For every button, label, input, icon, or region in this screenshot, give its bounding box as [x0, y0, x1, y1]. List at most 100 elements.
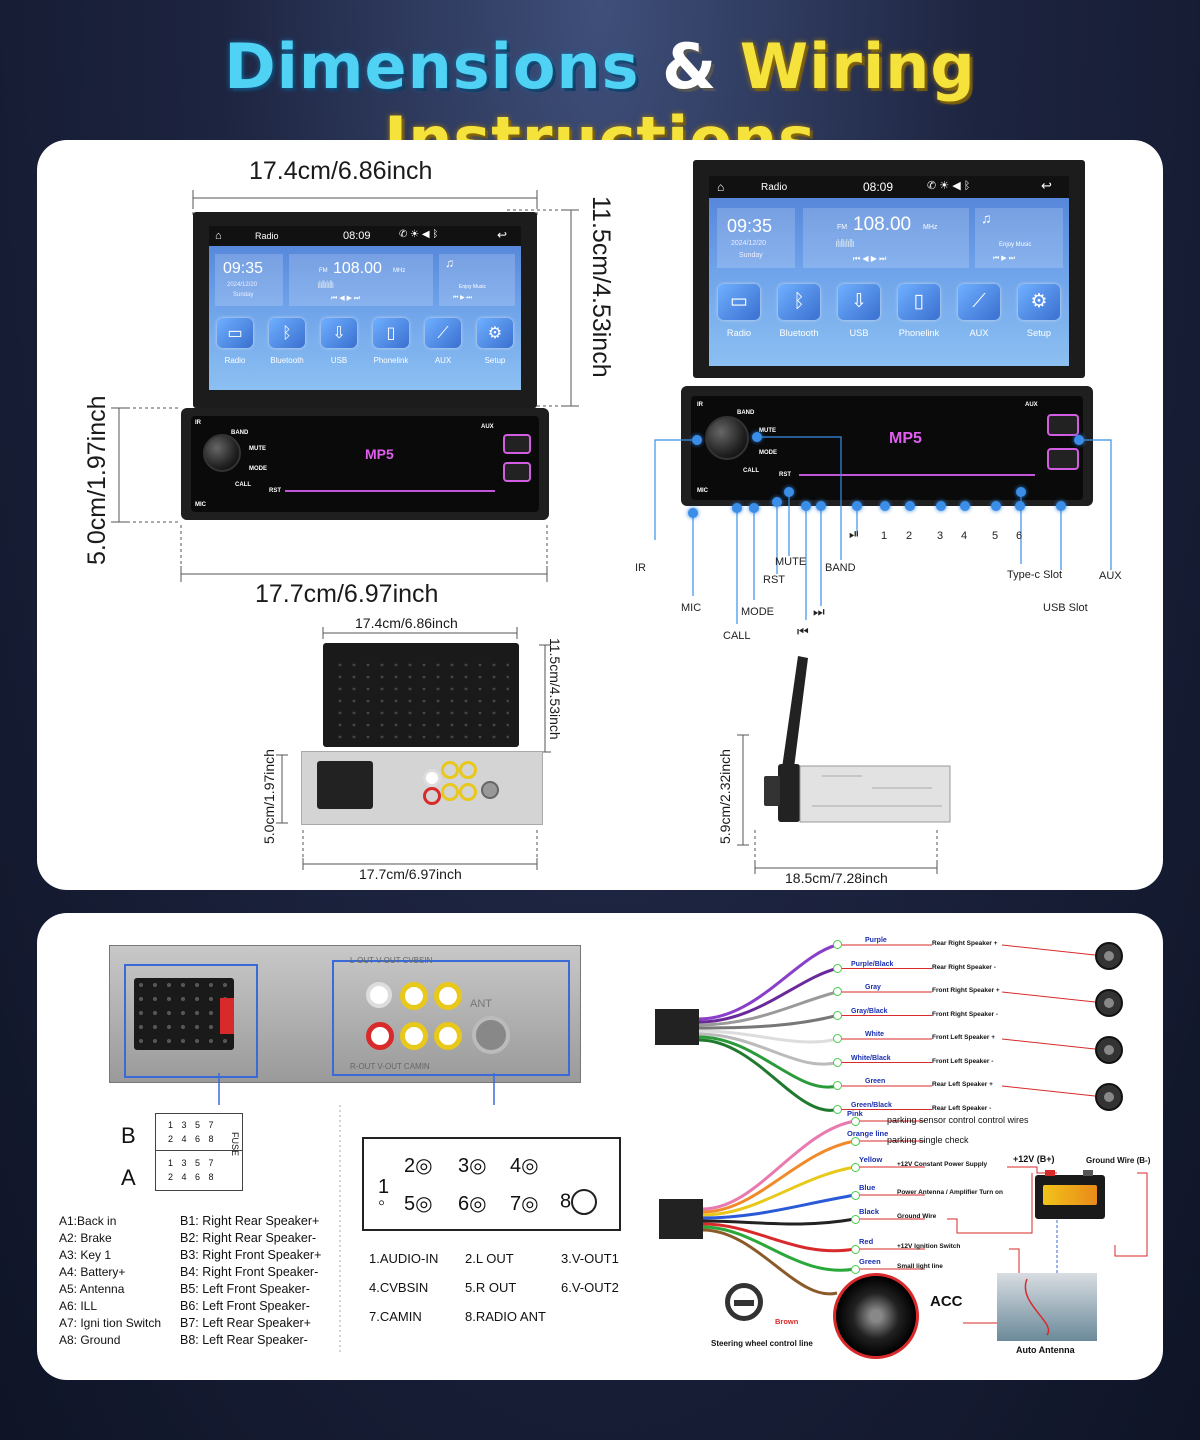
speaker-wire-6	[698, 1035, 838, 1089]
callout-num-5: 5	[992, 530, 999, 542]
usb-port-2[interactable]	[503, 462, 531, 482]
app-label-bluetooth[interactable]: Bluetooth	[779, 328, 819, 338]
band-button[interactable]: BAND	[231, 430, 249, 436]
app-label-phonelink[interactable]: Phonelink	[373, 356, 409, 365]
music-controls[interactable]: ⏮ ▶ ⏭	[453, 295, 472, 301]
app-label-phonelink[interactable]: Phonelink	[898, 328, 940, 338]
app-label-setup[interactable]: Setup	[1026, 328, 1052, 338]
app-label-usb[interactable]: USB	[330, 356, 348, 365]
aux-label: AUX	[1025, 402, 1038, 408]
back-icon[interactable]: ↩	[497, 228, 508, 242]
app-label-aux[interactable]: AUX	[969, 328, 989, 338]
power-wire-0	[702, 1119, 856, 1211]
speaker-harness	[655, 942, 1123, 1112]
preset-buttons-row[interactable]	[799, 468, 1035, 476]
rca-cluster	[423, 761, 503, 805]
setup-icon[interactable]: ⚙	[1018, 284, 1060, 320]
usb-icon[interactable]: ⇩	[321, 318, 357, 348]
aux-icon[interactable]: ⟋	[425, 318, 461, 348]
power-wire-color-6: Green	[859, 1257, 881, 1266]
power-wire-color-0: Pink	[847, 1109, 863, 1118]
music-controls[interactable]: ⏮ ▶ ⏭	[993, 255, 1015, 262]
call-button[interactable]: CALL	[235, 482, 251, 488]
speaker-wire-color-0: Purple	[865, 937, 887, 944]
music-label: Enjoy Music	[999, 242, 1032, 248]
pin-a7: A7: Igni tion Switch	[59, 1316, 162, 1330]
wire-joint-dot	[833, 1034, 842, 1043]
wire-joint-dot	[833, 1081, 842, 1090]
phonelink-icon[interactable]: ▯	[373, 318, 409, 348]
speaker-leader-out-6	[1001, 1085, 1096, 1097]
usb-port-1[interactable]	[503, 434, 531, 454]
home-icon[interactable]: ⌂	[717, 180, 725, 194]
call-button[interactable]: CALL	[743, 468, 759, 474]
mute-button[interactable]: MUTE	[249, 446, 266, 452]
callout-dot-typec	[1016, 487, 1026, 497]
callout-rst: RST	[763, 574, 785, 586]
app-label-aux[interactable]: AUX	[434, 356, 452, 365]
rear-panel-photo: L-OUT V-OUT CVBSIN R-OUT V-OUT CAMIN ANT	[109, 945, 581, 1083]
callout-dot-next	[816, 501, 826, 511]
antenna-label: Auto Antenna	[1016, 1345, 1075, 1355]
music-widget[interactable]: ♫ Enjoy Music ⏮ ▶ ⏭	[439, 254, 515, 306]
callout-dot-call	[732, 503, 742, 513]
usb-icon[interactable]: ⇩	[838, 284, 880, 320]
pin-b1: B1: Right Rear Speaker+	[180, 1214, 320, 1228]
preset-buttons-row[interactable]	[285, 484, 495, 492]
status-time: 08:09	[343, 230, 371, 242]
aux-icon[interactable]: ⟋	[958, 284, 1000, 320]
volume-knob[interactable]	[203, 434, 241, 472]
callout-dot-band	[752, 432, 762, 442]
power-wire-color-5: Red	[859, 1237, 874, 1246]
radio-unit: MHz	[923, 224, 938, 231]
status-time: 08:09	[863, 180, 894, 194]
speaker-wire-1	[698, 967, 838, 1024]
rca-legend-1: 1.AUDIO-IN	[369, 1251, 439, 1266]
mute-button[interactable]: MUTE	[759, 428, 776, 434]
app-label-usb[interactable]: USB	[849, 328, 869, 338]
rca-num-8: 8	[560, 1190, 572, 1213]
bluetooth-icon[interactable]: ᛒ	[778, 284, 820, 320]
mode-button[interactable]: MODE	[249, 466, 267, 472]
speaker-wire-0	[698, 943, 838, 1021]
rca-legend-5: 5.R OUT	[465, 1280, 517, 1295]
rca-legend-7: 7.CAMIN	[369, 1309, 422, 1324]
volume-knob[interactable]	[705, 416, 749, 460]
pin-b6: B6: Left Front Speaker-	[180, 1299, 310, 1313]
radio-widget[interactable]: FM 108.00 MHz ılıllılıllı ⏮ ◀ ▶ ⏭	[803, 208, 969, 268]
home-icon[interactable]: ⌂	[215, 230, 222, 242]
app-label-bluetooth[interactable]: Bluetooth	[270, 356, 304, 365]
bluetooth-icon[interactable]: ᛒ	[269, 318, 305, 348]
ir-label: IR	[195, 420, 201, 426]
music-widget[interactable]: ♫ Enjoy Music ⏮ ▶ ⏭	[975, 208, 1063, 268]
radio-widget[interactable]: FM 108.00 MHz ılıllılıllı ⏮ ◀ ▶ ⏭	[289, 254, 433, 306]
rst-button[interactable]: RST	[779, 472, 791, 478]
phonelink-icon[interactable]: ▯	[898, 284, 940, 320]
band-button[interactable]: BAND	[737, 410, 755, 416]
wire-joint-dot	[851, 1191, 860, 1200]
pin-b7: B7: Left Rear Speaker+	[180, 1316, 311, 1330]
rca-num-4: 4	[510, 1155, 522, 1177]
steering-wheel-icon	[725, 1283, 763, 1321]
speaker-wire-7	[698, 1038, 838, 1112]
pin-b3: B3: Right Front Speaker+	[180, 1248, 322, 1262]
power-wire-func-2: +12V Constant Power Supply	[897, 1161, 988, 1168]
rst-button[interactable]: RST	[269, 488, 281, 494]
app-label-setup[interactable]: Setup	[484, 356, 506, 365]
mode-button[interactable]: MODE	[759, 450, 777, 456]
radio-controls[interactable]: ⏮ ◀ ▶ ⏭	[331, 295, 361, 302]
app-label-radio[interactable]: Radio	[224, 356, 246, 365]
speaker-leader-out-0	[1001, 944, 1096, 956]
back-icon[interactable]: ↩	[1041, 178, 1052, 193]
radio-controls[interactable]: ⏮ ◀ ▶ ⏭	[853, 254, 887, 263]
clock-day: Sunday	[739, 252, 763, 259]
iso-connector-photo	[134, 978, 234, 1050]
usb-port-2[interactable]	[1047, 448, 1079, 470]
radio-icon[interactable]: ▭	[718, 284, 760, 320]
usb-port-1[interactable]	[1047, 414, 1079, 436]
radio-icon[interactable]: ▭	[217, 318, 253, 348]
app-label-radio[interactable]: Radio	[726, 328, 752, 338]
speaker-wire-2	[698, 990, 838, 1027]
callout-dot-usb	[1056, 501, 1066, 511]
setup-icon[interactable]: ⚙	[477, 318, 513, 348]
